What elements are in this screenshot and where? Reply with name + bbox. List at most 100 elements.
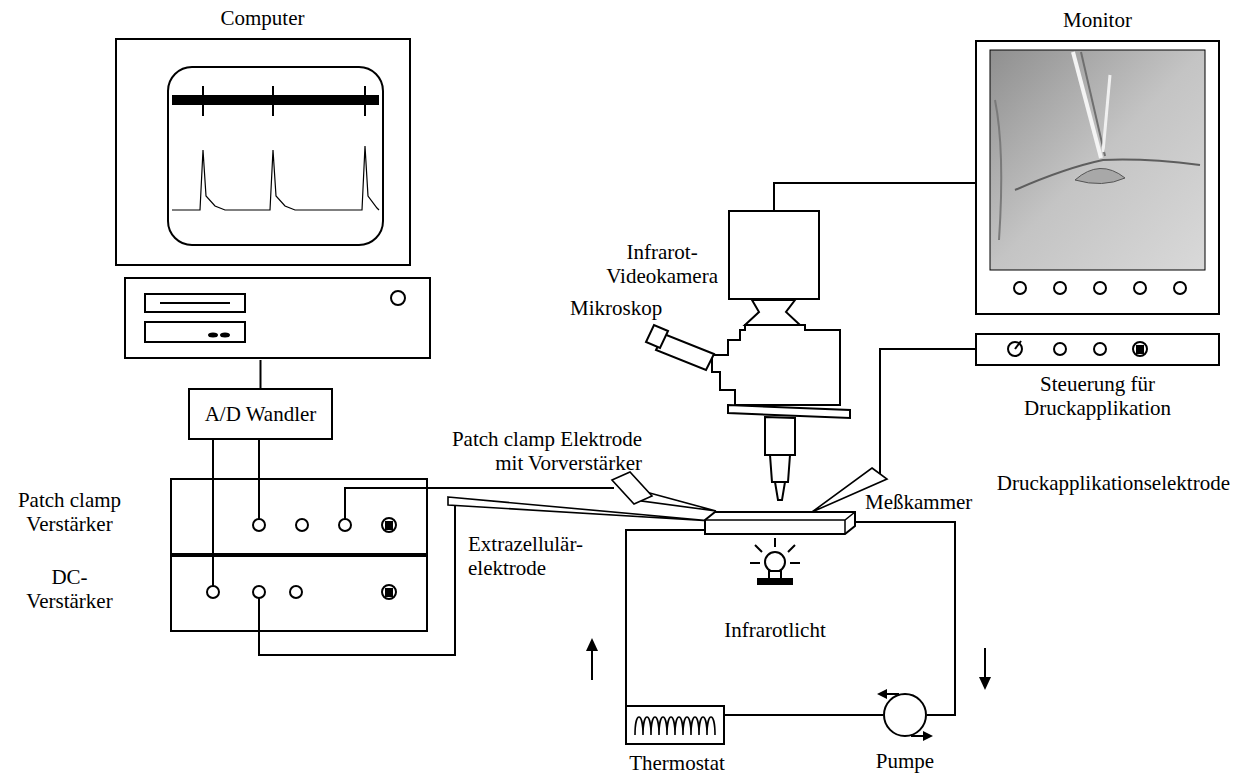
patch-electrode bbox=[612, 472, 716, 511]
patch-electrode bbox=[612, 472, 652, 504]
pressure-control-box-art bbox=[1136, 345, 1144, 354]
flow-arrow bbox=[586, 638, 598, 651]
pressure-wire bbox=[880, 349, 975, 474]
thermostat-box-art bbox=[635, 717, 715, 735]
computer-art bbox=[203, 86, 365, 116]
connector bbox=[259, 440, 260, 478]
connector bbox=[855, 522, 955, 715]
video-monitor-art bbox=[1015, 160, 1200, 190]
connector bbox=[725, 715, 883, 716]
connector bbox=[626, 530, 705, 705]
objective bbox=[770, 455, 790, 482]
microscope-stage bbox=[728, 405, 850, 418]
pressure-control-box-art bbox=[1133, 342, 1147, 356]
video-monitor-art bbox=[1081, 52, 1105, 156]
video-monitor-art bbox=[1094, 282, 1106, 294]
thermostat-box: Thermostat bbox=[625, 705, 725, 745]
video-monitor: Monitor bbox=[975, 40, 1220, 315]
computer-art bbox=[208, 333, 218, 338]
thermostat-box-art bbox=[625, 705, 725, 745]
camera-box: Infrarot- Videokamera bbox=[728, 210, 820, 300]
microscope-body bbox=[712, 325, 840, 405]
video-monitor-art bbox=[995, 100, 1001, 240]
video-monitor-art bbox=[990, 50, 1205, 270]
video-monitor-art bbox=[1134, 282, 1146, 294]
objective bbox=[765, 417, 795, 455]
amplifier-box: DC- Verstärker bbox=[170, 555, 428, 632]
pump-symbol: Pumpe bbox=[883, 693, 927, 737]
pump-symbol-art bbox=[885, 693, 899, 695]
infrared-lamp bbox=[750, 538, 800, 563]
electrode-label: Druckapplikationselektrode bbox=[997, 471, 1230, 495]
video-monitor-art bbox=[1075, 168, 1125, 183]
pressure-control-box-art bbox=[1008, 342, 1022, 356]
infrared-lamp bbox=[750, 538, 800, 584]
video-monitor-art bbox=[1103, 75, 1110, 152]
pump-symbol-art bbox=[911, 735, 925, 737]
camera-adapter bbox=[745, 300, 800, 325]
amplifier-box-art bbox=[212, 555, 214, 586]
pressure-wire bbox=[880, 349, 975, 474]
computer-art bbox=[145, 294, 245, 312]
amplifier-box-art bbox=[385, 521, 393, 530]
pump-symbol-art bbox=[883, 693, 927, 737]
node-text: Computer bbox=[115, 6, 410, 30]
amplifier-box-art bbox=[382, 585, 396, 599]
node-text: A/D Wandler bbox=[205, 402, 317, 426]
video-monitor-art bbox=[1073, 52, 1101, 158]
computer-art bbox=[172, 146, 379, 210]
node-text: Thermostat bbox=[607, 751, 747, 775]
objective bbox=[775, 482, 785, 500]
node-text: Steuerung für Druckapplikation bbox=[1008, 372, 1188, 420]
node-text: Monitor bbox=[975, 8, 1220, 32]
computer-art bbox=[220, 333, 230, 338]
amplifier-box-art bbox=[253, 586, 265, 598]
extracellular-wire bbox=[259, 503, 455, 655]
recording-chamber-art bbox=[705, 512, 855, 534]
amplifier-box-art bbox=[253, 519, 265, 531]
part-label: Mikroskop bbox=[570, 296, 662, 320]
connector bbox=[260, 360, 261, 388]
camera-adapter bbox=[745, 300, 800, 325]
amplifier-box-art bbox=[207, 586, 219, 598]
amplifier-box-art bbox=[258, 478, 260, 519]
amplifier-box: Patch clamp Verstärker bbox=[170, 478, 428, 555]
flow-arrow bbox=[591, 648, 593, 680]
connector bbox=[213, 440, 214, 555]
video-monitor-art bbox=[975, 40, 1220, 315]
microscope-body bbox=[712, 325, 840, 405]
objective bbox=[765, 417, 795, 500]
extracellular-electrode bbox=[448, 497, 712, 521]
connector-line bbox=[260, 360, 262, 388]
amplifier-box-art bbox=[170, 478, 428, 555]
flow-arrow bbox=[979, 677, 991, 690]
extracellular-electrode bbox=[448, 497, 712, 521]
connector-line bbox=[626, 530, 705, 705]
pump-symbol-art bbox=[923, 731, 933, 741]
eyepiece bbox=[646, 325, 668, 348]
recording-chamber: Meßkammer bbox=[705, 512, 855, 534]
pump-symbol-art bbox=[884, 694, 926, 736]
computer-art bbox=[115, 38, 430, 360]
eyepiece bbox=[646, 325, 714, 370]
connector-line bbox=[725, 714, 883, 716]
amplifier-box-art bbox=[339, 519, 351, 531]
flow-arrow bbox=[586, 638, 991, 690]
video-monitor-art bbox=[976, 41, 1219, 314]
computer-art bbox=[168, 67, 383, 245]
computer-art bbox=[116, 39, 410, 265]
patch-electrode bbox=[642, 492, 716, 511]
pressure-control-box-art bbox=[1094, 343, 1106, 355]
computer-art bbox=[145, 322, 245, 342]
pump-symbol-art bbox=[877, 689, 887, 699]
node-text: Pumpe bbox=[843, 749, 967, 773]
pressure-control-box-art bbox=[1015, 341, 1021, 349]
microscope-stage bbox=[728, 405, 850, 418]
video-monitor-art bbox=[1014, 282, 1026, 294]
flow-arrow bbox=[984, 648, 986, 679]
node-text: Meßkammer bbox=[865, 490, 972, 514]
amplifier-box-art bbox=[170, 555, 428, 632]
computer-art bbox=[125, 278, 430, 358]
